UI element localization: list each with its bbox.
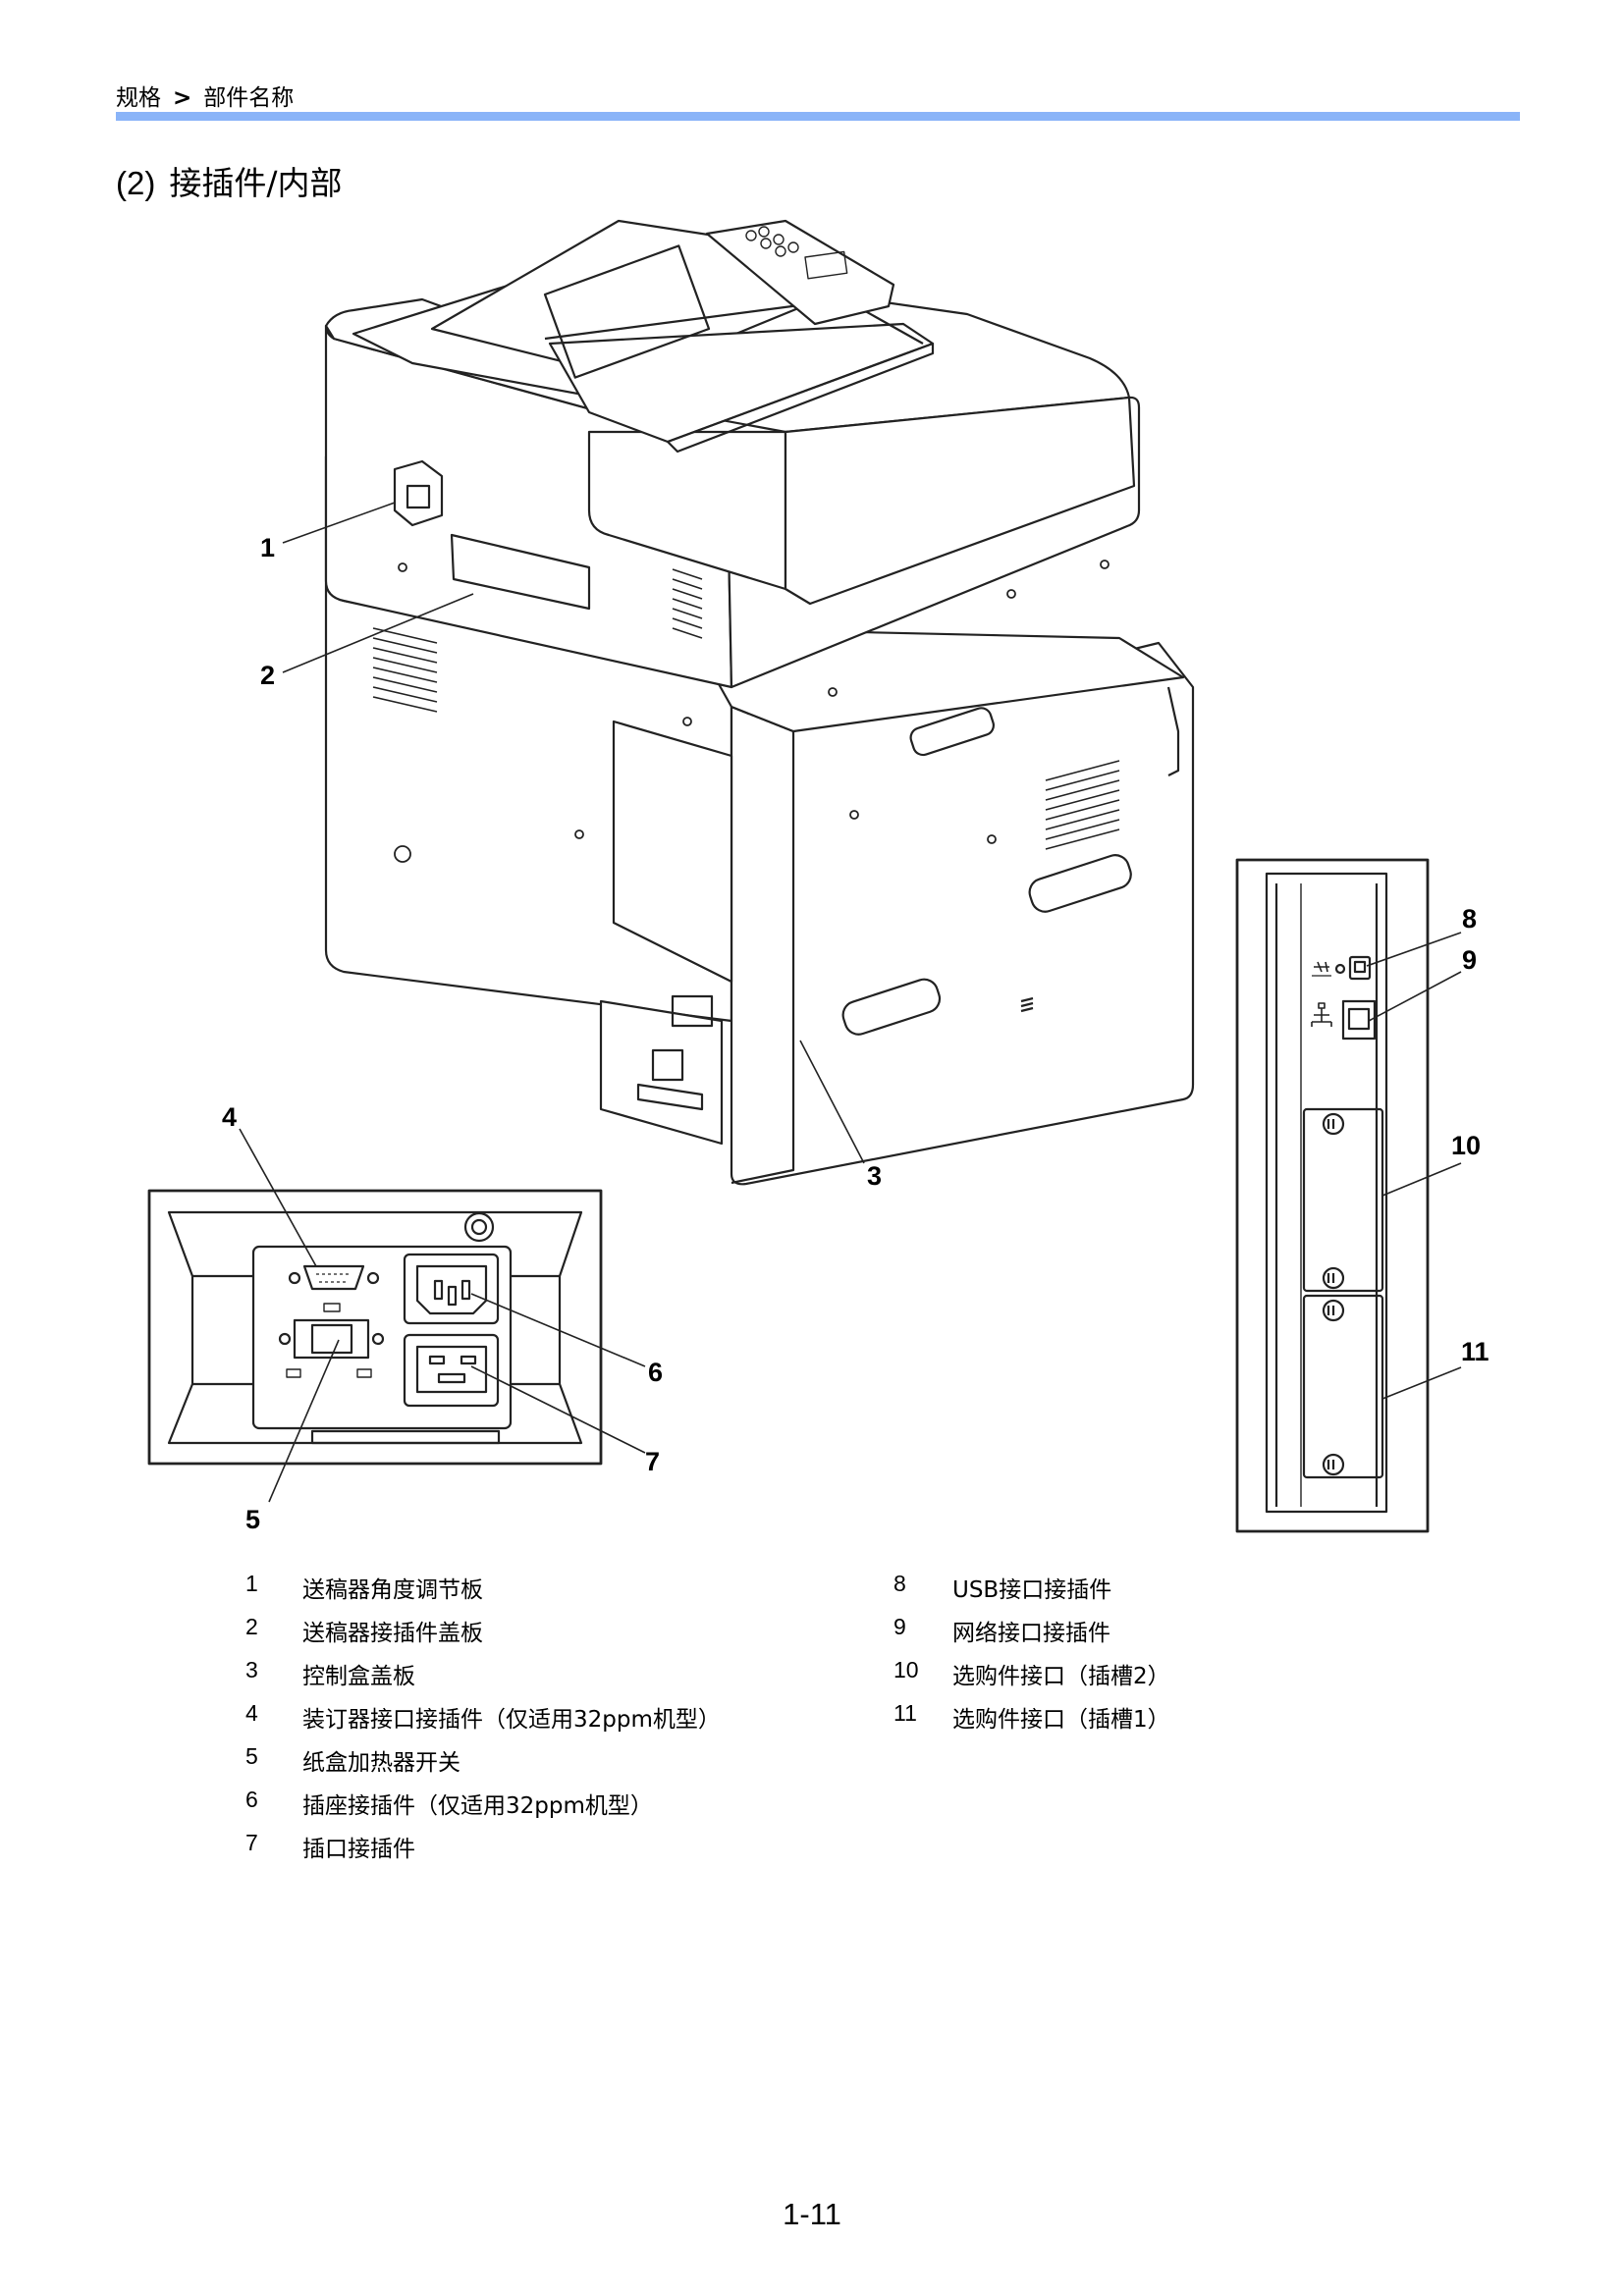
callout-3: 3 bbox=[867, 1161, 882, 1191]
power-inset bbox=[147, 1189, 603, 1466]
breadcrumb-parent[interactable]: 规格 bbox=[116, 85, 161, 111]
callout-10: 10 bbox=[1451, 1131, 1481, 1160]
usb-icon bbox=[1312, 961, 1331, 977]
callout-5: 5 bbox=[245, 1505, 260, 1534]
section-number: (2) bbox=[116, 165, 156, 201]
interface-inset bbox=[1235, 858, 1430, 1533]
callout-1: 1 bbox=[260, 533, 275, 562]
network-icon bbox=[1311, 1002, 1332, 1027]
callout-4: 4 bbox=[222, 1102, 237, 1132]
breadcrumb: 规格 > 部件名称 bbox=[116, 79, 294, 112]
callout-11: 11 bbox=[1461, 1337, 1489, 1366]
callout-6: 6 bbox=[648, 1358, 663, 1387]
leader-lines bbox=[239, 502, 1462, 1503]
section-title: 接插件/内部 bbox=[169, 164, 343, 202]
breadcrumb-separator: > bbox=[173, 85, 192, 111]
printer-rear-view bbox=[324, 219, 1195, 1186]
callout-8: 8 bbox=[1462, 904, 1477, 934]
header-rule bbox=[116, 112, 1520, 121]
section-heading: (2) 接插件/内部 bbox=[116, 157, 342, 204]
breadcrumb-current: 部件名称 bbox=[203, 85, 295, 111]
callout-9: 9 bbox=[1462, 945, 1477, 975]
callout-2: 2 bbox=[260, 661, 275, 690]
callout-7: 7 bbox=[645, 1447, 660, 1476]
page-number: 1-11 bbox=[783, 2197, 841, 2231]
